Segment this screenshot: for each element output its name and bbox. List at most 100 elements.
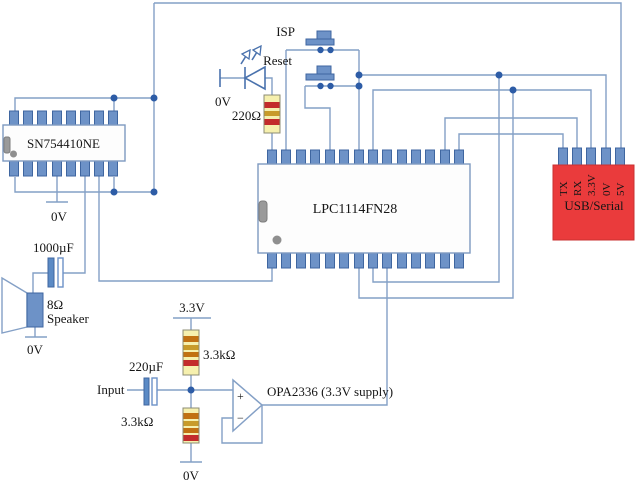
isp-contact-dot	[317, 46, 324, 54]
driver-chip-label: SN754410NE	[27, 136, 100, 151]
chip-pin	[440, 252, 450, 269]
chip-pin	[425, 252, 435, 269]
led: 0V	[215, 44, 266, 109]
chip-pin	[80, 160, 90, 177]
junction-dot	[495, 71, 503, 79]
driver-top-pins	[9, 110, 118, 126]
chip-pin	[52, 110, 62, 126]
chip-pin	[382, 252, 392, 269]
chip-pin	[80, 110, 90, 126]
isp-button-label: ISP	[276, 24, 295, 39]
junction-dot	[355, 71, 363, 79]
chip-pin	[425, 149, 435, 165]
chip-pin	[23, 110, 33, 126]
chip-pin	[339, 252, 349, 269]
chip-pin	[368, 252, 378, 269]
chip-pin	[94, 110, 104, 126]
chip-pin	[397, 252, 407, 269]
junction-dot	[110, 94, 118, 102]
led-arrow1-head	[240, 48, 251, 61]
chip-pin	[310, 252, 320, 269]
led-resistor: 220Ω	[232, 94, 281, 134]
chip-pin	[310, 149, 320, 165]
driver-chip-notch	[3, 136, 11, 154]
reset-button-label: Reset	[263, 53, 292, 68]
chip-pin	[296, 252, 306, 269]
isp-button: ISP	[276, 24, 335, 46]
usb-pin-label-rx: RX	[572, 181, 584, 196]
chip-pin	[397, 149, 407, 165]
speaker-cap-plate-filled	[47, 257, 55, 288]
mcu-chip-body	[257, 163, 471, 254]
chip-pin	[37, 110, 47, 126]
chip-pin	[66, 110, 76, 126]
usb-pins	[558, 147, 625, 166]
led-resistor-label: 220Ω	[232, 108, 261, 123]
junction-dot	[509, 86, 517, 94]
resistor-band	[183, 352, 199, 357]
resistor-band	[183, 336, 199, 342]
opamp-triangle	[232, 378, 264, 433]
chip-pin	[325, 252, 335, 269]
wire-3v3-to-mcu-bottom	[358, 90, 514, 299]
speaker: 1000µF 8Ω Speaker 0V	[1, 240, 90, 357]
chip-pin	[108, 160, 118, 177]
chip-pin	[66, 160, 76, 177]
chip-pin	[354, 252, 364, 269]
wire-5v-top-rail	[154, 2, 622, 148]
chip-pin	[339, 149, 349, 165]
driver-chip: SN754410NE 0V	[2, 110, 126, 224]
mcu-pin1-dot	[272, 235, 282, 245]
mcu-bottom-pins	[267, 252, 464, 269]
chip-pin	[267, 252, 277, 269]
chip-pin	[368, 149, 378, 165]
chip-pin	[558, 147, 568, 166]
chip-pin	[601, 147, 611, 166]
chip-pin	[267, 149, 277, 165]
resistor-band	[183, 413, 199, 419]
led-arrow2-shaft	[251, 51, 258, 61]
isp-button-plunger	[316, 30, 332, 40]
resistor-band	[183, 421, 199, 426]
amp-stage: 3.3V 3.3kΩ 3.3kΩ 220µF Input + − OPA2336…	[97, 300, 393, 483]
input-cap-plate-filled	[143, 377, 150, 406]
chip-pin	[454, 252, 464, 269]
wire-cap-to-speaker	[32, 272, 49, 293]
wire-mcu-to-usb-tx	[458, 133, 564, 150]
supply-3v3-label: 3.3V	[179, 300, 205, 315]
chip-pin	[9, 160, 19, 177]
resistor-band	[183, 428, 199, 433]
opamp-label: OPA2336 (3.3V supply)	[267, 384, 393, 399]
chip-pin	[411, 149, 421, 165]
wire-3v3-to-usb	[372, 89, 592, 150]
driver-pin1-dot	[10, 150, 17, 158]
input-cap-label: 220µF	[129, 359, 163, 374]
speaker-impedance-label: 8Ω	[47, 297, 63, 312]
chip-pin	[440, 149, 450, 165]
reset-button-plunger	[316, 65, 332, 75]
wire-mcu-to-usb-rx	[444, 117, 578, 150]
junction-dots	[110, 46, 517, 394]
chip-pin	[281, 149, 291, 165]
wire-0v-to-mcu-bottom	[372, 75, 500, 283]
wire-opamp-output-to-mcu	[262, 268, 388, 406]
divider-ground-label: 0V	[183, 468, 200, 483]
usb-pin-label-0v: 0V	[601, 183, 613, 197]
usb-serial-module: TX RX 3.3V 0V 5V USB/Serial	[552, 147, 635, 241]
wire-driver-to-mcu	[98, 176, 273, 282]
wire-driver-bottom-rail	[14, 177, 154, 193]
led-arrow1-shaft	[240, 55, 247, 65]
chip-pin	[94, 160, 104, 177]
speaker-cap-label: 1000µF	[33, 240, 74, 255]
junction-dot	[187, 386, 195, 394]
wire-0v-to-usb	[359, 74, 607, 148]
chip-pin	[572, 147, 582, 166]
led-arrow2-head	[251, 44, 262, 57]
wire-reset-left-staircase	[304, 86, 331, 150]
isp-button-base	[305, 38, 335, 46]
mcu-top-pins	[267, 149, 464, 165]
usb-pin-label-tx: TX	[558, 181, 570, 196]
speaker-driver	[26, 292, 44, 328]
junction-dot	[110, 188, 118, 196]
led-resistor-band	[264, 111, 280, 116]
